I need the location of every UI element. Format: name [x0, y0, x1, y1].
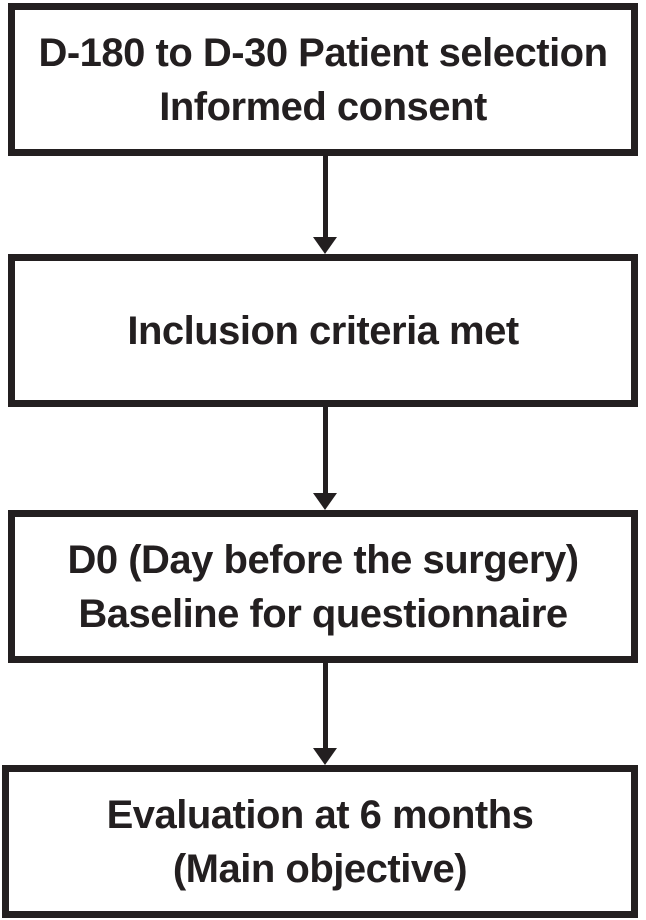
- flow-box-evaluation: Evaluation at 6 months (Main objective): [2, 765, 638, 918]
- arrow-shaft: [322, 407, 328, 493]
- flow-box-line: (Main objective): [172, 846, 468, 891]
- arrow-shaft: [322, 663, 328, 748]
- arrow-head: [313, 748, 337, 765]
- flow-box-inclusion-criteria: Inclusion criteria met: [8, 254, 638, 407]
- down-arrow-icon: [313, 663, 337, 765]
- flow-box-line: Informed consent: [159, 84, 487, 129]
- flow-box-line: Evaluation at 6 months: [106, 792, 534, 837]
- down-arrow-icon: [313, 156, 337, 254]
- flow-box-line: D0 (Day before the surgery): [67, 537, 579, 582]
- flow-box-line: Inclusion criteria met: [127, 308, 519, 353]
- arrow-head: [313, 493, 337, 510]
- arrow-head: [313, 237, 337, 254]
- arrow-shaft: [322, 156, 328, 237]
- flow-box-patient-selection: D-180 to D-30 Patient selection Informed…: [8, 3, 638, 156]
- flow-box-line: Baseline for questionnaire: [78, 591, 568, 636]
- flow-box-line: D-180 to D-30 Patient selection: [38, 30, 608, 75]
- flow-box-baseline: D0 (Day before the surgery) Baseline for…: [8, 510, 638, 663]
- down-arrow-icon: [313, 407, 337, 510]
